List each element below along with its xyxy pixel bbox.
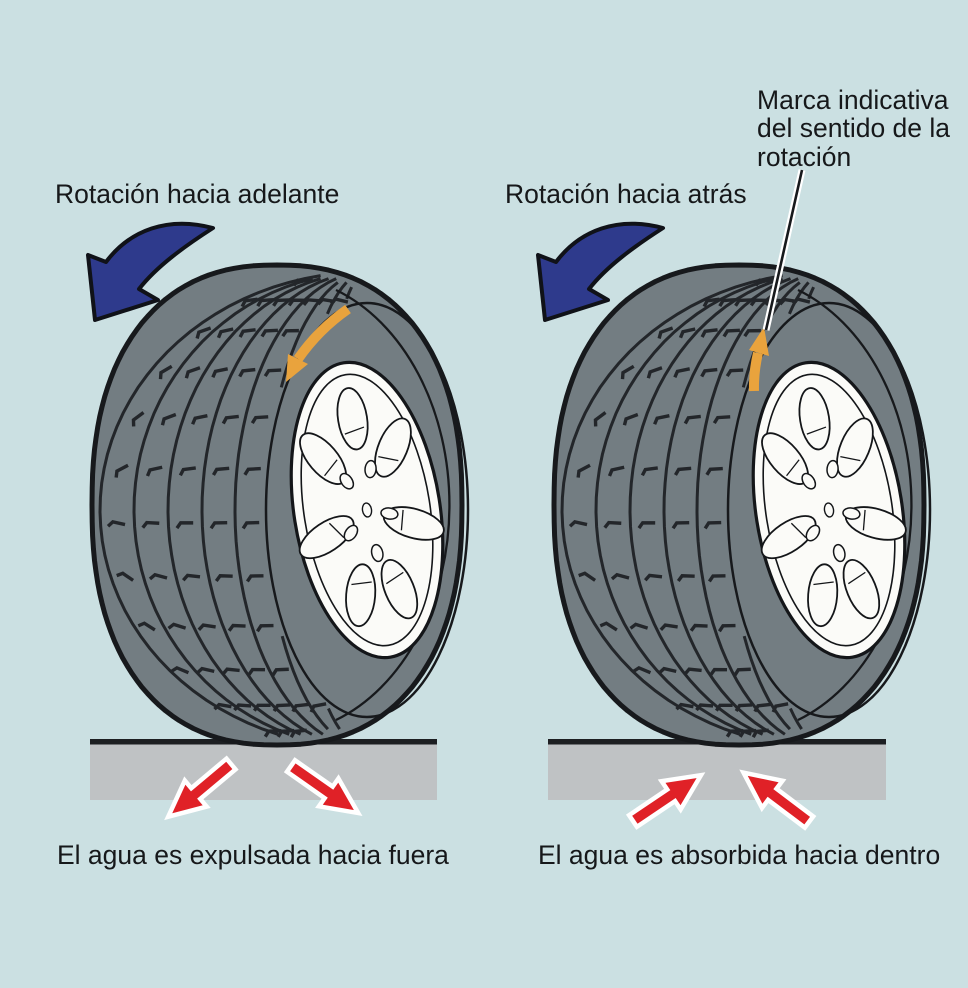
road-surface-right <box>548 739 886 800</box>
annotation-pointer-line <box>762 169 806 331</box>
road-surface-left <box>90 739 437 800</box>
left-figure-title: Rotación hacia adelante <box>55 179 340 209</box>
right-figure-caption: El agua es absorbida hacia dentro <box>538 840 941 870</box>
left-figure-caption: El agua es expulsada hacia fuera <box>57 840 449 870</box>
right-tire-illustration <box>551 262 932 748</box>
left-rotation-mark-icon <box>286 304 351 382</box>
right-rotation-mark-icon <box>748 327 769 392</box>
rotation-mark-annotation: Marca indicativa del sentido de la rotac… <box>757 85 951 172</box>
left-tire-illustration <box>89 262 470 748</box>
right-figure-title: Rotación hacia atrás <box>505 179 747 209</box>
